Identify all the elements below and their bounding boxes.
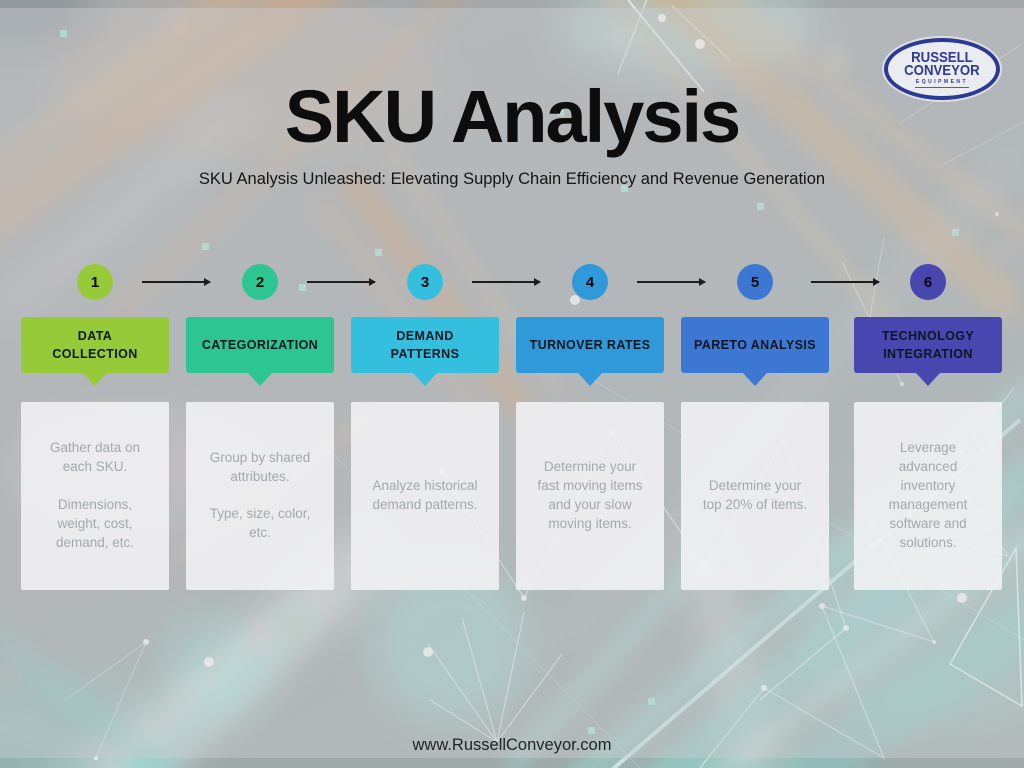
step-description: Group by shared attributes. Type, size, … (209, 449, 311, 541)
step-header-label: TURNOVER RATES (529, 337, 651, 352)
step-number-circle: 3 (407, 264, 443, 300)
header-pointer-icon (578, 373, 602, 386)
step-number: 1 (90, 273, 100, 291)
step-column-4: 4 TURNOVER RATES Determine your fast mov… (516, 264, 664, 590)
step-column-2: 2 CATEGORIZATION Group by shared attribu… (186, 264, 334, 590)
step-header: PARETO ANALYSIS (681, 317, 829, 386)
step-number-circle: 5 (737, 264, 773, 300)
step-number-circle: 2 (242, 264, 278, 300)
step-number: 3 (420, 273, 430, 291)
header-pointer-icon (916, 373, 940, 386)
step-header: TECHNOLOGY INTEGRATION (854, 317, 1002, 386)
step-number-circle: 1 (77, 264, 113, 300)
step-header-label: CATEGORIZATION (201, 337, 319, 352)
step-description-card: Analyze historical demand patterns. (351, 402, 499, 590)
arrow-right-icon (472, 278, 541, 285)
step-header-label: PARETO ANALYSIS (694, 337, 816, 352)
step-header-label: DATA COLLECTION (52, 328, 138, 361)
step-header: CATEGORIZATION (186, 317, 334, 386)
header-pointer-icon (83, 373, 107, 386)
footer-url[interactable]: www.RussellConveyor.com (412, 736, 612, 754)
step-column-1: 1 DATA COLLECTION Gather data on each SK… (21, 264, 169, 590)
step-header: DATA COLLECTION (21, 317, 169, 386)
logo-text: RUSSELL CONVEYOR (904, 48, 980, 79)
header-pointer-icon (743, 373, 767, 386)
step-column-5: 5 PARETO ANALYSIS Determine your top 20%… (681, 264, 829, 590)
step-number-circle: 4 (572, 264, 608, 300)
logo-line2: CONVEYOR (904, 61, 980, 79)
header-pointer-icon (248, 373, 272, 386)
step-number-circle: 6 (910, 264, 946, 300)
arrow-right-icon (142, 278, 211, 285)
step-number: 5 (750, 273, 760, 291)
step-description: Leverage advanced inventory management s… (888, 440, 968, 550)
arrow-right-icon (637, 278, 706, 285)
step-description-card: Determine your fast moving items and you… (516, 402, 664, 590)
step-header: TURNOVER RATES (516, 317, 664, 386)
step-description: Determine your top 20% of items. (702, 478, 808, 512)
step-header: DEMAND PATTERNS (351, 317, 499, 386)
step-column-3: 3 DEMAND PATTERNS Analyze historical dem… (351, 264, 499, 590)
step-description-card: Gather data on each SKU. Dimensions, wei… (21, 402, 169, 590)
page-subtitle: SKU Analysis Unleashed: Elevating Supply… (198, 170, 826, 188)
header-pointer-icon (413, 373, 437, 386)
company-logo: RUSSELL CONVEYOR EQUIPMENT (884, 38, 1000, 100)
step-description-card: Leverage advanced inventory management s… (854, 402, 1002, 590)
step-header-label: DEMAND PATTERNS (390, 328, 460, 361)
page-title: SKU Analysis (284, 75, 741, 158)
logo-rule (915, 86, 969, 88)
logo-line1: RUSSELL (911, 48, 973, 66)
arrow-right-icon (811, 278, 880, 285)
step-column-6: 6 TECHNOLOGY INTEGRATION Leverage advanc… (854, 264, 1002, 590)
step-description: Analyze historical demand patterns. (372, 478, 478, 512)
logo-line3: EQUIPMENT (915, 78, 969, 85)
step-description: Determine your fast moving items and you… (537, 459, 643, 531)
step-description-card: Determine your top 20% of items. (681, 402, 829, 590)
step-number: 6 (923, 273, 933, 291)
step-description: Gather data on each SKU. Dimensions, wei… (49, 440, 141, 550)
arrow-right-icon (307, 278, 376, 285)
step-header-label: TECHNOLOGY INTEGRATION (881, 328, 975, 361)
step-number: 4 (585, 273, 595, 291)
step-description-card: Group by shared attributes. Type, size, … (186, 402, 334, 590)
gray-overlay (0, 8, 1024, 758)
step-number: 2 (255, 273, 265, 291)
